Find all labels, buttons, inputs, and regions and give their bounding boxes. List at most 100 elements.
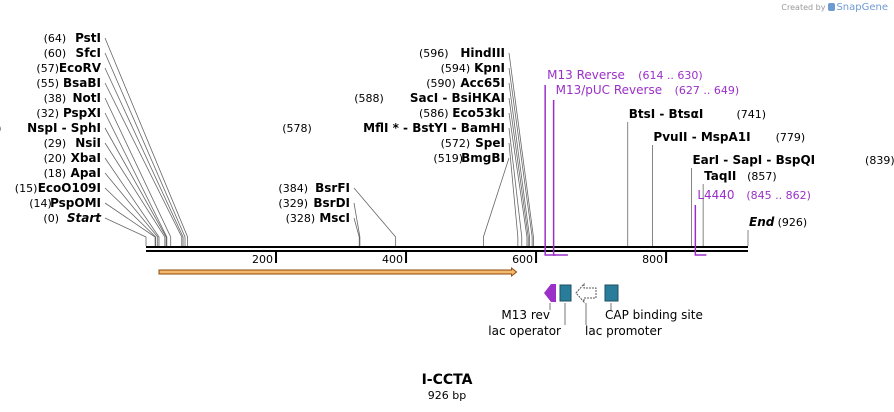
site-position: (60)	[44, 47, 67, 60]
primer-range: (845 .. 862)	[746, 189, 811, 202]
site-name: XbaI	[71, 151, 101, 165]
credit-brand: SnapGene	[836, 2, 888, 13]
site-name: End	[749, 215, 775, 229]
snapgene-credit: Created by SnapGene	[781, 2, 888, 13]
site-position: (590)	[426, 77, 456, 90]
site-leader	[508, 52, 534, 246]
site-name: PspOMI	[50, 196, 101, 210]
plasmid-name: I-CCTA	[421, 372, 473, 388]
site-leader	[353, 202, 361, 246]
site-name: NotI	[73, 91, 102, 105]
site-position: (594)	[441, 62, 471, 75]
primer-range: (627 .. 649)	[675, 84, 740, 97]
snapgene-logo-icon	[828, 3, 836, 11]
site-name: PstI	[75, 31, 101, 45]
primer-name: M13 Reverse	[547, 68, 625, 82]
site-leader	[104, 217, 147, 246]
site-name: EarI - SapI - BspQI	[692, 153, 815, 167]
site-name: Eco53kI	[452, 106, 505, 120]
site-name: BsaBI	[63, 76, 101, 90]
ruler-tick-label: 400	[382, 253, 403, 266]
site-leader	[483, 157, 510, 246]
site-position: (328)	[286, 212, 316, 225]
site-name: PvuII - MspA1I	[653, 130, 750, 144]
primer-bracket	[544, 85, 556, 256]
orf-arrow	[158, 266, 518, 278]
primer-name: M13/pUC Reverse	[556, 83, 663, 97]
m13-rev-label: M13 rev	[501, 308, 550, 322]
site-leader	[104, 97, 172, 246]
site-name: BsrDI	[313, 196, 350, 210]
site-position: (384)	[278, 182, 308, 195]
site-position: (57)	[36, 62, 59, 75]
primer-bracket	[694, 205, 707, 256]
site-position: (64)	[44, 32, 67, 45]
site-position: (779)	[776, 131, 806, 144]
site-name: EcoRV	[59, 61, 102, 75]
site-position: (38)	[44, 92, 67, 105]
site-position: (29)	[44, 137, 67, 150]
site-leader	[104, 202, 156, 246]
site-leader	[104, 187, 157, 246]
site-name: KpnI	[474, 61, 505, 75]
site-position: (857)	[747, 170, 777, 183]
site-position: (31)	[0, 122, 1, 135]
site-leader	[508, 112, 528, 246]
site-position: (596)	[419, 47, 449, 60]
lac-operator-box-icon	[559, 284, 572, 302]
site-position: (586)	[419, 107, 449, 120]
site-name: EcoO109I	[38, 181, 101, 195]
m13-rev-arrow-icon	[544, 284, 556, 302]
site-name: PspXI	[63, 106, 101, 120]
site-position: (329)	[278, 197, 308, 210]
site-position: (588)	[354, 92, 384, 105]
lac-promoter-arrow-icon	[575, 282, 597, 304]
plasmid-length: 926 bp	[427, 389, 467, 402]
site-leader	[508, 67, 533, 246]
ruler-tick-label: 200	[252, 253, 273, 266]
site-position: (0)	[43, 212, 59, 225]
site-position: (519)	[433, 152, 463, 165]
site-name: BtsI - BtsαI	[629, 107, 704, 121]
cap-binding-site-label: CAP binding site	[605, 308, 703, 322]
site-leader	[104, 37, 189, 246]
site-name: MscI	[319, 211, 350, 225]
site-leader	[353, 217, 360, 246]
ruler-tick-label: 600	[512, 253, 533, 266]
lac-operator-label: lac operator	[488, 324, 561, 338]
site-name: ApaI	[71, 166, 101, 180]
ruler-tick-label: 800	[642, 253, 663, 266]
site-leader	[508, 82, 530, 246]
primer-name: L4440	[697, 188, 734, 202]
cap-binding-site-box-icon	[604, 284, 619, 302]
site-leader	[104, 82, 183, 246]
site-name: TaqII	[704, 169, 736, 183]
site-leader	[508, 97, 529, 246]
site-name: BsrFI	[315, 181, 350, 195]
site-position: (55)	[36, 77, 59, 90]
site-position: (741)	[737, 108, 767, 121]
site-position: (578)	[282, 122, 312, 135]
site-position: (18)	[44, 167, 67, 180]
site-position: (32)	[36, 107, 59, 120]
site-name: SfcI	[76, 46, 101, 60]
site-leader	[104, 112, 168, 246]
site-position: (572)	[441, 137, 471, 150]
site-leader	[104, 67, 184, 246]
site-name: MflI * - BstYI - BamHI	[363, 121, 505, 135]
site-position: (839)	[865, 154, 894, 167]
credit-text: Created by	[781, 3, 826, 12]
site-name: Acc65I	[460, 76, 505, 90]
site-name: NsiI	[75, 136, 101, 150]
site-name: HindIII	[460, 46, 505, 60]
site-leader	[104, 142, 166, 246]
site-position: (926)	[778, 216, 808, 229]
site-name: BmgBI	[461, 151, 505, 165]
site-name: SacI - BsiHKAI	[410, 91, 505, 105]
site-position: (20)	[44, 152, 67, 165]
site-leader	[104, 127, 167, 246]
site-leader	[104, 157, 160, 246]
primer-range: (614 .. 630)	[638, 69, 703, 82]
site-leader	[353, 187, 397, 246]
primer-bracket	[552, 100, 568, 256]
